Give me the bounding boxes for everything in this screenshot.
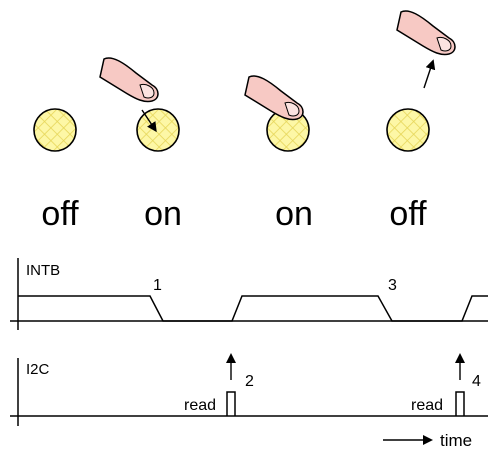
finger-icon: [244, 75, 304, 121]
time-label: time: [440, 431, 472, 450]
intb-signal: INTB 1 3: [10, 258, 488, 330]
read-label: read: [411, 397, 443, 414]
event-label: 4: [472, 373, 481, 390]
touch-pad-1: [33, 108, 77, 152]
read-pulse: [455, 391, 465, 416]
touch-pad-4: [386, 108, 430, 152]
event-label: 3: [388, 277, 397, 294]
state-label: on: [275, 195, 313, 233]
read-pulse: [226, 391, 236, 416]
read-label: read: [184, 397, 216, 414]
state-label: off: [41, 195, 79, 233]
state-label: off: [389, 195, 427, 233]
intb-label: INTB: [26, 262, 60, 279]
press-arrow-icon: [141, 109, 157, 133]
i2c-label: I2C: [26, 361, 50, 378]
release-arrow-icon: [423, 59, 436, 89]
intb-waveform: [18, 295, 488, 322]
event-label: 2: [245, 373, 254, 390]
i2c-signal: I2C read read 2 4: [10, 353, 488, 426]
touch-pad-2: [136, 108, 180, 152]
finger-icon: [396, 10, 456, 56]
state-label: on: [144, 195, 182, 233]
event-label: 1: [153, 277, 162, 294]
finger-icon: [99, 57, 159, 103]
